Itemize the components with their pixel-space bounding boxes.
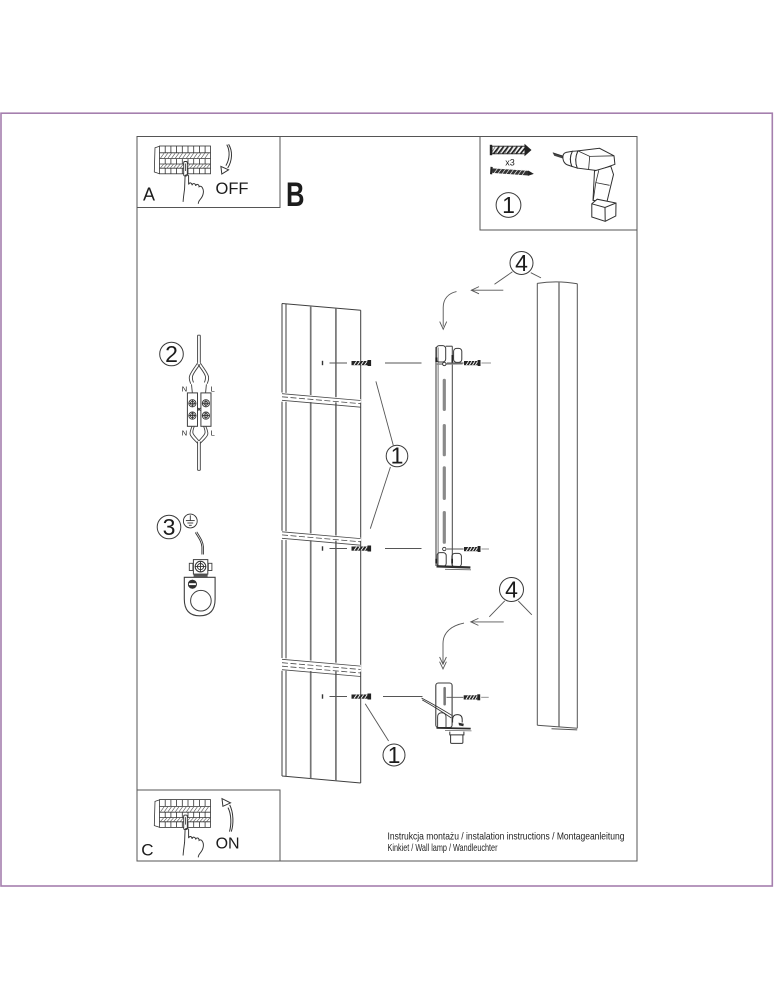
svg-text:2: 2 [165, 341, 178, 367]
svg-text:L: L [211, 384, 215, 393]
svg-text:4: 4 [515, 250, 528, 276]
svg-text:Instrukcja montażu / instalati: Instrukcja montażu / instalation instruc… [388, 832, 625, 843]
svg-text:C: C [141, 840, 153, 859]
svg-text:A: A [143, 185, 155, 205]
svg-text:B: B [286, 176, 305, 214]
svg-text:Kinkiet / Wall lamp / Wandleuc: Kinkiet / Wall lamp / Wandleuchter [388, 843, 498, 854]
svg-text:ON: ON [216, 835, 240, 852]
svg-text:4: 4 [505, 577, 518, 603]
svg-text:L: L [211, 429, 215, 438]
svg-text:1: 1 [388, 742, 401, 768]
svg-text:N: N [182, 429, 187, 438]
svg-text:1: 1 [391, 443, 404, 469]
svg-text:N: N [182, 384, 187, 393]
svg-text:x3: x3 [505, 158, 515, 168]
svg-text:1: 1 [502, 192, 515, 218]
svg-text:OFF: OFF [216, 180, 249, 198]
svg-text:3: 3 [163, 514, 176, 540]
